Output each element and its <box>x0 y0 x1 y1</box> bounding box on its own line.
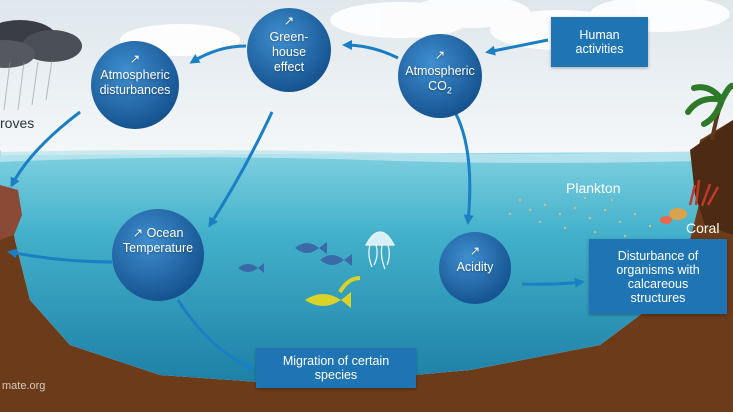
co2-subscript: 2 <box>446 85 452 96</box>
storm-cloud <box>0 20 82 111</box>
co2-main: CO <box>428 79 447 93</box>
acidity-text: Acidity <box>456 260 494 274</box>
node-greenhouse-effect <box>247 8 331 92</box>
arrow-co2-to-acidity <box>453 111 474 225</box>
arrow-greenhouse-to-temperature <box>208 111 274 228</box>
ocean-surface <box>0 150 733 163</box>
up-arrow-icon: ↗ <box>469 244 481 258</box>
arrow-human-to-co2 <box>485 38 549 56</box>
fish-school <box>238 242 352 273</box>
plankton-particles <box>508 196 662 242</box>
mangroves-label: roves <box>0 115 35 131</box>
up-arrow-icon: ↗ <box>283 14 295 28</box>
clouds <box>120 0 730 56</box>
arrow-temperature-to-migration <box>176 299 255 370</box>
arrow-co2-to-greenhouse <box>342 40 399 60</box>
up-arrow-icon: ↗ <box>132 226 144 240</box>
migration-box: Migration of certain species <box>256 348 416 388</box>
arrow-greenhouse-to-atmospheric <box>189 44 247 64</box>
ocean-temperature-label: ↗ Ocean Temperature <box>113 226 203 256</box>
yellow-fish <box>305 276 361 308</box>
arrow-acidity-to-disturbance <box>521 277 585 288</box>
island <box>685 82 733 235</box>
mangrove-rock <box>0 185 22 240</box>
greenhouse-label: ↗ Green- house effect <box>252 14 326 75</box>
human-activities-box: Human activities <box>551 17 648 67</box>
up-arrow-icon: ↗ <box>434 48 446 62</box>
atmospheric-co2-prefix: Atmospheric <box>405 64 475 78</box>
atmospheric-co2-label: ↗ Atmospheric CO2 <box>396 48 484 99</box>
node-atmospheric-disturbances <box>91 41 179 129</box>
source-credit: mate.org <box>2 380 46 392</box>
arrow-atmospheric-to-mangroves <box>10 110 81 188</box>
plankton-label: Plankton <box>566 180 621 196</box>
node-ocean-temperature <box>112 209 204 301</box>
ocean-water <box>0 152 733 385</box>
atmospheric-disturbances-label: ↗ Atmospheric disturbances <box>90 52 180 98</box>
nodes <box>91 8 511 304</box>
coral-label: Coral <box>686 220 720 236</box>
coral <box>660 179 720 224</box>
up-arrow-icon: ↗ <box>129 52 141 66</box>
jellyfish <box>364 231 396 270</box>
node-atmospheric-co2 <box>398 34 482 118</box>
greenhouse-text: Green- house effect <box>269 30 309 74</box>
arrow-temperature-to-left <box>7 248 113 264</box>
seabed <box>0 120 733 412</box>
disturbance-box: Disturbance of organisms with calcareous… <box>589 239 727 314</box>
ocean-temperature-text: Ocean Temperature <box>122 226 194 255</box>
atmospheric-disturbances-text: Atmospheric disturbances <box>99 68 171 97</box>
connector-arrows <box>7 38 585 370</box>
node-acidity <box>439 232 511 304</box>
acidity-label: ↗ Acidity <box>445 244 505 275</box>
